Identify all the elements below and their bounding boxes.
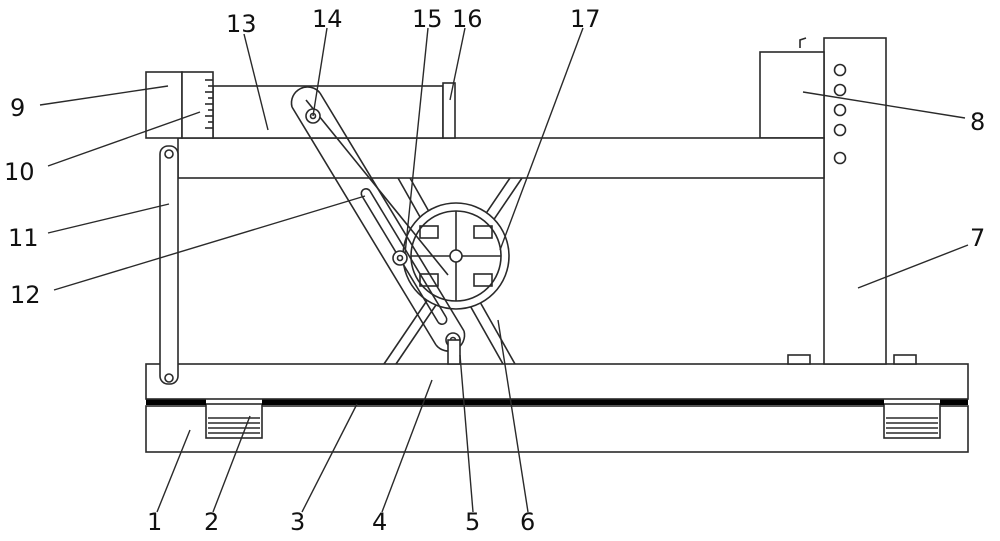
spring-right bbox=[883, 403, 941, 439]
leader-lines bbox=[39, 27, 969, 513]
base-plate bbox=[145, 405, 969, 453]
label-6: 6 bbox=[520, 508, 535, 536]
label-5: 5 bbox=[465, 508, 480, 536]
support-pin-top bbox=[164, 149, 174, 159]
right-column bbox=[823, 37, 887, 365]
upper-board bbox=[145, 363, 969, 400]
label-10: 10 bbox=[4, 158, 35, 186]
scale-ticks bbox=[205, 79, 213, 129]
label-3: 3 bbox=[290, 508, 305, 536]
label-14: 14 bbox=[312, 5, 343, 33]
label-12: 12 bbox=[10, 281, 41, 309]
label-17: 17 bbox=[570, 5, 601, 33]
spring-left bbox=[205, 403, 263, 439]
label-15: 15 bbox=[412, 5, 443, 33]
label-11: 11 bbox=[8, 224, 39, 252]
block-8 bbox=[759, 51, 825, 139]
label-4: 4 bbox=[372, 508, 387, 536]
column-hook bbox=[799, 37, 807, 48]
slide-plate bbox=[212, 85, 444, 139]
pin-15 bbox=[392, 250, 408, 266]
horizontal-beam bbox=[177, 137, 825, 179]
left-support bbox=[159, 145, 179, 385]
stop-post bbox=[442, 82, 456, 139]
block-9 bbox=[145, 71, 183, 139]
label-16: 16 bbox=[452, 5, 483, 33]
label-9: 9 bbox=[10, 94, 25, 122]
scale-10 bbox=[181, 71, 214, 139]
label-8: 8 bbox=[970, 108, 985, 136]
bolt-right bbox=[893, 354, 917, 365]
link-5 bbox=[447, 339, 461, 365]
column-holes bbox=[833, 63, 847, 165]
label-2: 2 bbox=[204, 508, 219, 536]
label-7: 7 bbox=[970, 224, 985, 252]
bolt-left bbox=[787, 354, 811, 365]
label-1: 1 bbox=[147, 508, 162, 536]
support-pin-bottom bbox=[164, 373, 174, 383]
hand-wheel bbox=[402, 202, 510, 310]
label-13: 13 bbox=[226, 10, 257, 38]
